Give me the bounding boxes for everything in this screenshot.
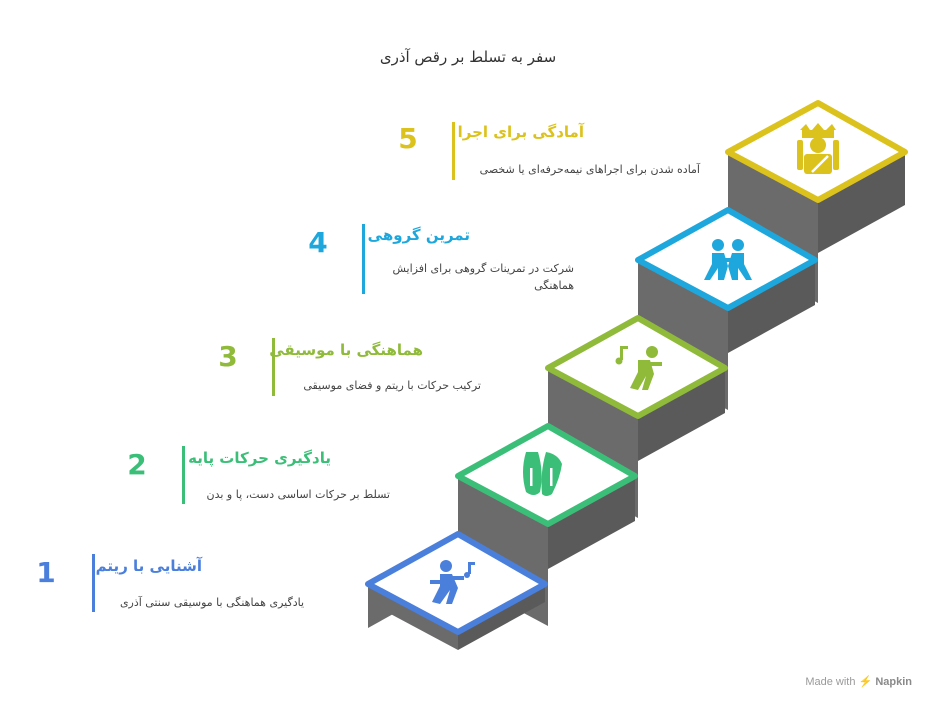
step-2-description: تسلط بر حرکات اساسی دست، پا و بدن [206, 488, 391, 501]
step-4-description: شرکت در تمرینات گروهی برای افزایش هماهنگ… [392, 262, 574, 292]
step-3-title: هماهنگی با موسیقی [269, 341, 423, 359]
group-dance-icon [704, 239, 752, 280]
napkin-watermark: Made with ⚡ Napkin [805, 675, 912, 688]
step-5-title: آمادگی برای اجرا [457, 123, 584, 141]
watermark-prefix: Made with [805, 676, 856, 688]
watermark-brand: Napkin [875, 676, 912, 688]
step-1-title: آشنایی با ریتم [95, 557, 202, 575]
step-1-bar [92, 554, 95, 612]
step-4-bar [362, 224, 365, 294]
step-1-description: یادگیری هماهنگی با موسیقی سنتی آذری [119, 596, 304, 609]
step-5-number: 5 [398, 122, 418, 155]
step-4-number: 4 [308, 226, 328, 259]
dancer-music-note-icon [615, 346, 662, 390]
step-3-number: 3 [218, 340, 238, 373]
step-2-title: یادگیری حرکات پایه [188, 449, 331, 467]
step-3-description: ترکیب حرکات با ریتم و فضای موسیقی [303, 379, 481, 392]
dancing-person-music-icon [430, 560, 475, 604]
step-3-bar [272, 338, 275, 396]
step-2-bar [182, 446, 185, 504]
step-1-number: 1 [36, 556, 56, 589]
ballet-shoes-icon [523, 452, 562, 496]
step-5-description: آماده شدن برای اجراهای نیمه‌حرفه‌ای یا ش… [479, 163, 700, 176]
diagram-title: سفر به تسلط بر رقص آذری [379, 48, 557, 66]
step-2-number: 2 [127, 448, 147, 481]
step-5-bar [452, 122, 455, 180]
performer-costume-icon [797, 123, 839, 174]
napkin-logo-icon: ⚡ [858, 676, 873, 688]
stair-step-1 [365, 531, 548, 650]
step-4-title: تمرین گروهی [367, 226, 470, 244]
